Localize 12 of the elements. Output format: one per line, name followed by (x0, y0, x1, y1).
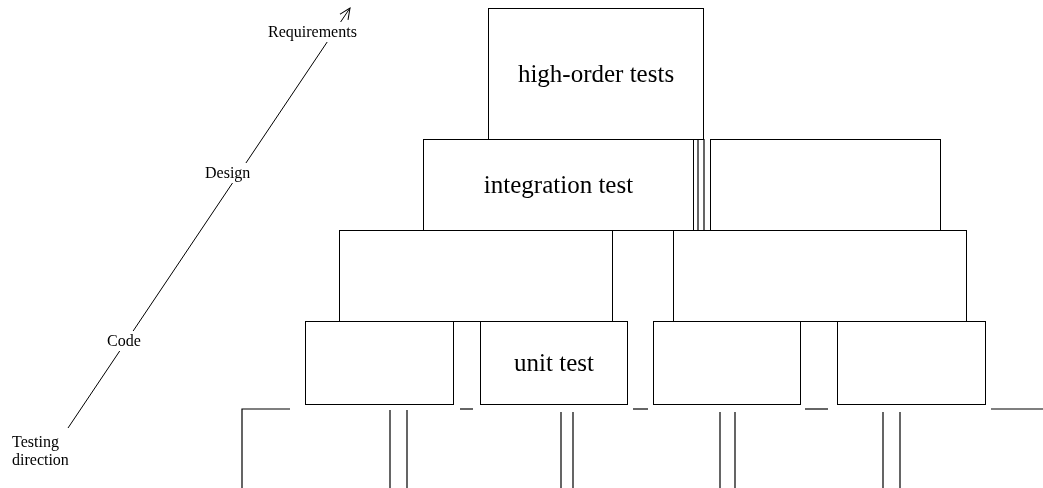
empty-box (710, 139, 941, 232)
stage-label: Design (203, 163, 253, 183)
test-level-box: integration test (423, 139, 694, 231)
empty-box (837, 321, 986, 405)
test-level-box: high-order tests (488, 8, 704, 140)
empty-box (653, 321, 801, 405)
empty-box (305, 321, 454, 405)
stage-label: Code (105, 331, 143, 351)
test-level-box: unit test (480, 321, 628, 405)
empty-box (673, 230, 967, 322)
stage-label: Requirements (266, 22, 359, 42)
empty-box (339, 230, 613, 322)
